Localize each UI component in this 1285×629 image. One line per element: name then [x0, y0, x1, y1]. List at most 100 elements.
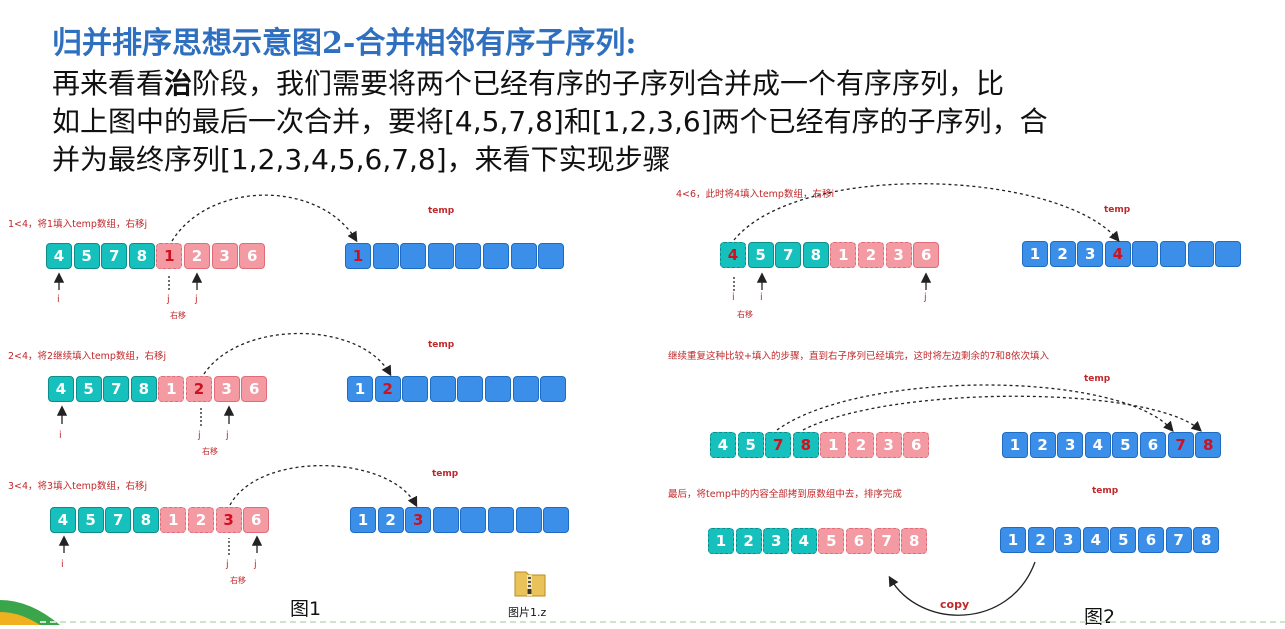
temp-cell: [432, 507, 459, 533]
temp-cell: 4: [1084, 432, 1111, 458]
temp-cell: 5: [1112, 432, 1139, 458]
fig1-step3-temp-array: 1 2 3: [350, 507, 571, 533]
temp-cell: [455, 243, 482, 269]
temp-cell: [540, 376, 567, 402]
fig1-step2-temp-label: temp: [428, 340, 455, 350]
temp-cell: 3: [1055, 527, 1082, 553]
temp-cell: [510, 243, 537, 269]
temp-cell: 2: [374, 376, 401, 402]
array-cell: 8: [901, 528, 928, 554]
array-cell: 5: [818, 528, 845, 554]
move-arrow: [171, 194, 358, 243]
array-cell: 7: [873, 528, 900, 554]
fig2-step2-array: 4 5 7 8 1 2 3 6: [710, 432, 931, 458]
fig2-step1-array: 4 5 7 8 1 2 3 6: [720, 242, 941, 268]
array-cell: 6: [239, 243, 266, 269]
array-cell: 7: [765, 432, 792, 458]
move-arrow: [776, 384, 1174, 432]
temp-cell: 1: [345, 243, 371, 269]
temp-cell: [427, 243, 454, 269]
array-cell: 6: [903, 432, 930, 458]
array-cell: 4: [790, 528, 817, 554]
temp-cell: 1: [1000, 527, 1026, 553]
fig1-step2-temp-array: 1 2: [347, 376, 568, 402]
array-cell: 4: [50, 507, 76, 533]
array-cell: 8: [792, 432, 819, 458]
array-cell: 6: [243, 507, 270, 533]
temp-cell: 1: [350, 507, 376, 533]
temp-cell: [460, 507, 487, 533]
temp-cell: [372, 243, 399, 269]
array-cell: 3: [875, 432, 902, 458]
body-line-1-post: 阶段，我们需要将两个已经有序的子序列合并成一个有序序列，比: [192, 67, 1005, 100]
temp-cell: 1: [347, 376, 373, 402]
array-cell: 3: [215, 507, 242, 533]
temp-cell: [538, 243, 565, 269]
figure-1-label: 图1: [290, 598, 322, 620]
array-cell: 7: [101, 243, 128, 269]
temp-cell: 7: [1165, 527, 1192, 553]
fig2-step2-temp-array: 1 2 3 4 5 6 7 8: [1002, 432, 1223, 458]
array-cell: 1: [156, 243, 183, 269]
fig2-step1-note: 4<6，此时将4填入temp数组，右移i: [676, 189, 835, 200]
fig1-step3-temp-label: temp: [432, 469, 459, 479]
temp-cell: [484, 376, 511, 402]
body-line-1-pre: 再来看看: [52, 67, 165, 100]
array-cell: 3: [213, 376, 240, 402]
temp-cell: 2: [1049, 241, 1076, 267]
array-cell: 7: [105, 507, 132, 533]
shift-label: 右移: [170, 311, 186, 320]
array-cell: 6: [241, 376, 268, 402]
temp-cell: [1215, 241, 1242, 267]
array-cell: 1: [820, 432, 847, 458]
decorative-stripe: [0, 612, 40, 625]
temp-cell: [457, 376, 484, 402]
array-cell: 5: [73, 243, 100, 269]
array-cell: 2: [735, 528, 762, 554]
pointer-j-label: j: [198, 430, 201, 441]
fig2-step3-note: 最后，将temp中的内容全部拷到原数组中去，排序完成: [668, 489, 902, 500]
body-line-1: 再来看看治阶段，我们需要将两个已经有序的子序列合并成一个有序序列，比: [52, 62, 1004, 102]
array-cell: 8: [802, 242, 829, 268]
move-arrow: [203, 332, 392, 377]
fig1-step3-note: 3<4，将3填入temp数组，右移j: [8, 481, 148, 492]
temp-cell: [1187, 241, 1214, 267]
temp-cell: [1132, 241, 1159, 267]
temp-cell: 1: [1022, 241, 1048, 267]
temp-cell: 7: [1167, 432, 1194, 458]
move-arrow: [229, 464, 418, 508]
zip-file-label: 图片1.z: [508, 606, 547, 619]
temp-cell: [400, 243, 427, 269]
array-cell: 3: [211, 243, 238, 269]
fig2-step1-temp-array: 1 2 3 4: [1022, 241, 1243, 267]
array-cell: 5: [75, 376, 102, 402]
array-cell: 5: [737, 432, 764, 458]
array-cell: 2: [847, 432, 874, 458]
temp-cell: 6: [1139, 432, 1166, 458]
fig1-step2-array: 4 5 7 8 1 2 3 6: [48, 376, 269, 402]
temp-cell: 8: [1195, 432, 1222, 458]
fig1-step1-temp-label: temp: [428, 206, 455, 216]
array-cell: 2: [857, 242, 884, 268]
pointer-i-label: i: [732, 292, 735, 303]
array-cell: 7: [103, 376, 130, 402]
temp-cell: 2: [1029, 432, 1056, 458]
array-cell: 1: [160, 507, 187, 533]
zip-folder-icon[interactable]: [512, 564, 548, 600]
temp-cell: 2: [1027, 527, 1054, 553]
pointer-j-label: j: [226, 430, 229, 441]
array-cell: 5: [77, 507, 104, 533]
pointer-i-label: i: [57, 294, 60, 305]
fig1-step1-array: 4 5 7 8 1 2 3 6: [46, 243, 267, 269]
fig1-step2-note: 2<4，将2继续填入temp数组，右移j: [8, 351, 167, 362]
temp-cell: [402, 376, 429, 402]
move-arrow: [802, 395, 1202, 432]
array-cell: 4: [710, 432, 736, 458]
fig2-step3-temp-array: 1 2 3 4 5 6 7 8: [1000, 527, 1221, 553]
temp-cell: 2: [377, 507, 404, 533]
pointer-j-label: j: [254, 559, 257, 570]
temp-cell: [512, 376, 539, 402]
temp-cell: 3: [1057, 432, 1084, 458]
temp-cell: [1159, 241, 1186, 267]
fig2-step3-temp-label: temp: [1092, 486, 1119, 496]
